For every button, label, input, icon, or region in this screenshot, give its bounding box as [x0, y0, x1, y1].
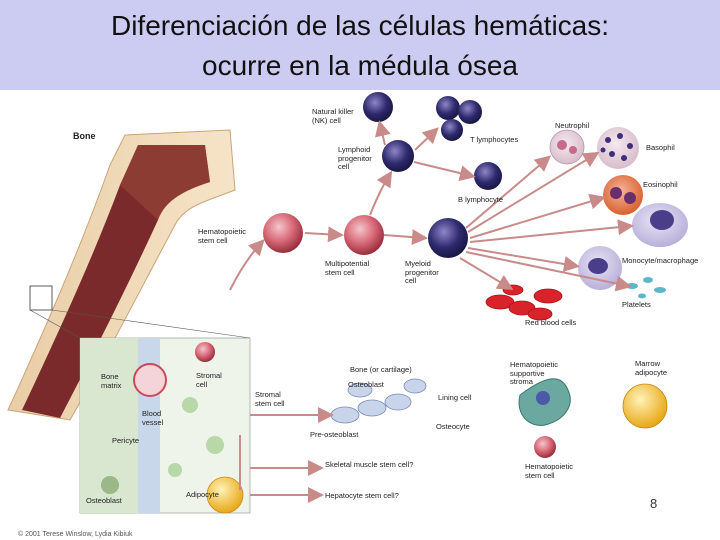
bone-shaft: [7, 129, 236, 421]
label-lining-cell: Lining cell: [438, 393, 472, 402]
label-marrow-adipocyte: Marrow adipocyte: [635, 359, 668, 377]
label-stromal-cell: Stromal cell: [196, 371, 222, 389]
differentiation-arrows: [229, 120, 634, 503]
label-bone-matrix: Bone matrix: [101, 372, 122, 390]
label-platelets: Platelets: [622, 300, 651, 309]
platelets: [626, 277, 666, 299]
red-blood-cells: [485, 284, 563, 321]
nk-cell: [363, 92, 393, 122]
label-adipocyte: Adipocyte: [186, 490, 219, 499]
myeloid-progenitor-cell: [428, 218, 468, 258]
hematopoietic-stem-cell-2: [534, 436, 556, 458]
label-osteocyte: Osteocyte: [436, 422, 470, 431]
label-bone-or-cartilage: Bone (or cartilage): [350, 365, 412, 374]
label-t-lymphocytes: T lymphocytes: [470, 135, 519, 144]
b-lymphocyte: [474, 162, 502, 190]
slide-title-line-2: ocurre en la médula ósea: [202, 50, 518, 81]
stromal-lineage: [330, 378, 668, 458]
label-hematopoietic-supportive-stroma: Hematopoietic supportive stroma: [510, 360, 558, 386]
label-nk-cell: Natural killer (NK) cell: [312, 107, 354, 125]
myeloid-lineage: [485, 127, 688, 321]
label-hematopoietic-stem-cell-2: Hematopoietic stem cell: [525, 462, 573, 480]
label-bone: Bone: [73, 131, 96, 141]
image-credit: © 2001 Terese Winslow, Lydia Kibiuk: [18, 531, 133, 538]
label-myeloid-progenitor: Myeloid progenitor cell: [405, 259, 439, 285]
lymphoid-progenitor-cell: [382, 140, 414, 172]
eosinophil: [603, 175, 643, 215]
marrow-inset: [29, 309, 251, 514]
label-pericyte: Pericyte: [112, 436, 140, 445]
label-stromal-stem-cell: Stromal stem cell: [255, 390, 285, 408]
label-lymphoid-progenitor: Lymphoid progenitor cell: [338, 145, 372, 171]
label-red-blood-cells: Red blood cells: [525, 318, 577, 327]
hematopoiesis-illustration: [7, 92, 688, 514]
label-b-lymphocyte: B lymphocyte: [458, 195, 504, 204]
lymphoid-lineage: [363, 92, 502, 190]
page-number: 8: [650, 496, 658, 511]
neutrophil: [549, 129, 585, 165]
label-monocyte-macrophage: Monocyte/macrophage: [622, 256, 699, 265]
label-skeletal-muscle-stem-cell: Skeletal muscle stem cell?: [325, 460, 414, 469]
label-eosinophil: Eosinophil: [643, 180, 678, 189]
label-neutrophil: Neutrophil: [555, 121, 590, 130]
slide-title-line-1: Diferenciación de las células hemáticas:: [110, 10, 610, 41]
title-bar: [0, 0, 720, 90]
t-lymphocyte-c: [441, 119, 463, 141]
osteoblast-chain: [330, 378, 427, 424]
stem-cells: [263, 213, 468, 258]
label-hepatocyte-stem-cell: Hepatocyte stem cell?: [325, 491, 399, 500]
t-lymphocyte-b: [458, 100, 482, 124]
label-osteoblast: Osteoblast: [348, 380, 384, 389]
label-multipotential-stem-cell: Multipotential stem cell: [325, 259, 370, 277]
label-hematopoietic-stem-cell: Hematopoietic stem cell: [198, 227, 246, 245]
multipotential-stem-cell: [344, 215, 384, 255]
label-pre-osteoblast: Pre-osteoblast: [310, 430, 359, 439]
marrow-adipocyte: [622, 383, 668, 429]
label-basophil: Basophil: [646, 143, 675, 152]
t-lymphocyte-a: [436, 96, 460, 120]
label-osteoblast-inset: Osteoblast: [86, 496, 122, 505]
label-blood-vessel: Blood vessel: [142, 409, 164, 427]
hematopoietic-stem-cell: [263, 213, 303, 253]
